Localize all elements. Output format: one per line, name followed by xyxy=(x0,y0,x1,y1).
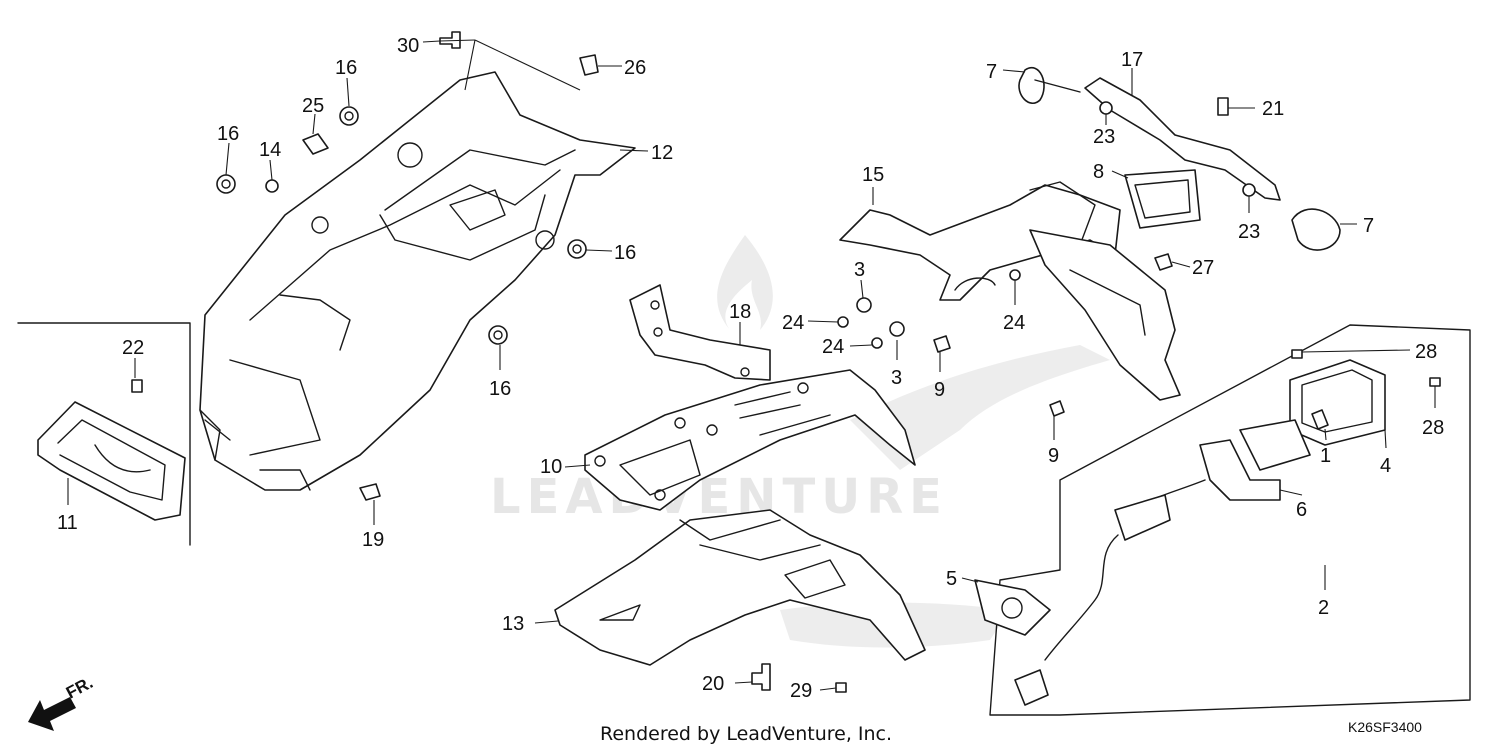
callout-7: 7 xyxy=(986,61,997,83)
callout-26: 26 xyxy=(624,57,646,79)
callout-3: 3 xyxy=(891,367,902,389)
license-bracket-part xyxy=(1018,67,1341,251)
rear-frame-part xyxy=(584,369,916,511)
bracket-part xyxy=(629,284,771,381)
tail-stay-part xyxy=(839,181,1181,401)
diagram-code: K26SF3400 xyxy=(1348,719,1422,735)
callout-4: 4 xyxy=(1380,455,1391,477)
callout-15: 15 xyxy=(862,164,884,186)
front-arrow-icon xyxy=(28,697,76,731)
callout-6: 6 xyxy=(1296,499,1307,521)
callout-7: 7 xyxy=(1363,215,1374,237)
callout-24: 24 xyxy=(822,336,844,358)
watermark: LEADVENTURE xyxy=(490,235,948,525)
callout-20: 20 xyxy=(702,673,724,695)
callout-21: 21 xyxy=(1262,98,1284,120)
callout-27: 27 xyxy=(1192,257,1214,279)
inner-fender-part xyxy=(199,71,636,491)
callout-9: 9 xyxy=(934,379,945,401)
watermark-text: LEADVENTURE xyxy=(490,469,948,525)
callout-16: 16 xyxy=(217,123,239,145)
callout-16: 16 xyxy=(489,378,511,400)
callout-12: 12 xyxy=(651,142,673,164)
callout-28: 28 xyxy=(1415,341,1437,363)
fasteners-left xyxy=(216,31,599,501)
front-direction-indicator: FR. xyxy=(28,673,96,731)
callout-23: 23 xyxy=(1238,221,1260,243)
callout-9: 9 xyxy=(1048,445,1059,467)
callout-29: 29 xyxy=(790,680,812,702)
callout-2: 2 xyxy=(1318,597,1329,619)
callout-16: 16 xyxy=(335,57,357,79)
callout-3: 3 xyxy=(854,259,865,281)
callout-25: 25 xyxy=(302,95,324,117)
callout-10: 10 xyxy=(540,456,562,478)
callout-28: 28 xyxy=(1422,417,1444,439)
credit-text: Rendered by LeadVenture, Inc. xyxy=(600,723,892,745)
callout-11: 11 xyxy=(57,512,78,534)
leader-lines xyxy=(67,39,1436,691)
callout-8: 8 xyxy=(1093,161,1104,183)
tail-light-group xyxy=(974,324,1471,716)
callouts: 30 26 16 25 16 14 12 16 16 22 11 19 18 1… xyxy=(57,35,1444,702)
callout-5: 5 xyxy=(946,568,957,590)
tail-fender-part xyxy=(554,509,926,693)
callout-17: 17 xyxy=(1121,49,1143,71)
callout-16: 16 xyxy=(614,242,636,264)
fasteners-mid xyxy=(837,253,1173,417)
callout-24: 24 xyxy=(1003,312,1025,334)
callout-14: 14 xyxy=(259,139,281,161)
callout-23: 23 xyxy=(1093,126,1115,148)
callout-18: 18 xyxy=(729,301,751,323)
callout-1: 1 xyxy=(1320,445,1331,467)
callout-30: 30 xyxy=(397,35,419,57)
callout-13: 13 xyxy=(502,613,524,635)
callout-24: 24 xyxy=(782,312,804,334)
callout-22: 22 xyxy=(122,337,144,359)
inset-box xyxy=(17,322,191,546)
callout-19: 19 xyxy=(362,529,384,551)
